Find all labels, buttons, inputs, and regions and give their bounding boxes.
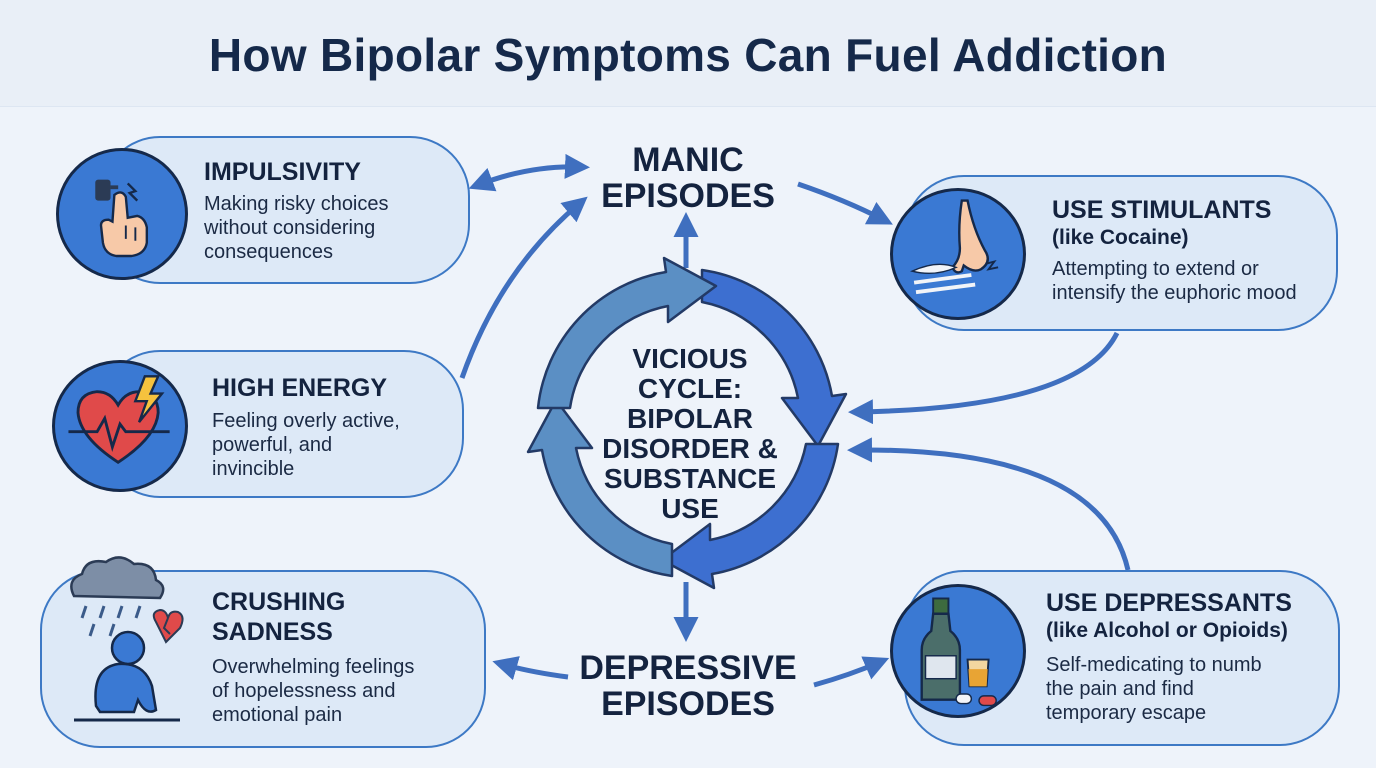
depressive-line-1: DEPRESSIVE xyxy=(579,649,797,687)
cycle-segment-bottom-right xyxy=(660,442,840,590)
depressive-episodes-label: DEPRESSIVE EPISODES xyxy=(566,650,810,722)
arrow-depressive-sadness xyxy=(492,656,569,681)
depressants-subheading: (like Alcohol or Opioids) xyxy=(1046,619,1288,642)
impulsivity-description: Making risky choices without considering… xyxy=(204,192,454,264)
impulsivity-desc-line-3: consequences xyxy=(204,241,333,263)
cycle-ring xyxy=(526,256,848,590)
cycle-segment-bottom-left xyxy=(526,398,674,578)
impulsivity-desc-line-2: without considering xyxy=(204,217,376,239)
stimulants-icon-circle xyxy=(890,188,1026,320)
sad-person-rain-cloud-icon xyxy=(70,556,184,722)
depressants-heading: USE DEPRESSANTS xyxy=(1046,589,1292,617)
depressants-icon-circle xyxy=(890,584,1026,718)
stimulants-desc-line-1: Attempting to extend or xyxy=(1052,258,1259,280)
depressants-description: Self-medicating to numb the pain and fin… xyxy=(1046,653,1326,725)
manic-episodes-label: MANIC EPISODES xyxy=(580,142,796,214)
high-energy-icon-circle xyxy=(52,360,188,492)
arrow-impulsivity-manic xyxy=(468,153,590,192)
high-energy-heading: HIGH ENERGY xyxy=(212,374,388,402)
arrow-energy-manic xyxy=(459,196,588,379)
high-energy-desc-line-3: invincible xyxy=(212,458,295,480)
high-energy-desc-line-2: powerful, and xyxy=(212,434,333,456)
high-energy-description: Feeling overly active, powerful, and inv… xyxy=(212,409,452,481)
depressants-heading-block: USE DEPRESSANTS (like Alcohol or Opioids… xyxy=(1046,588,1292,644)
cycle-segment-top-left xyxy=(536,256,718,410)
depressants-desc-line-2: the pain and find xyxy=(1046,678,1194,700)
bottle-glass-pills-icon xyxy=(920,597,997,707)
card-crushing-sadness xyxy=(40,570,486,748)
crushing-sadness-desc-line-1: Overwhelming feelings xyxy=(212,656,415,678)
arrow-depressants-cycle xyxy=(847,437,1131,571)
nose-powder-lines-icon xyxy=(910,199,999,295)
center-line-5: SUBSTANCE xyxy=(603,463,777,494)
impulsivity-heading: IMPULSIVITY xyxy=(204,158,361,186)
depressive-line-2: EPISODES xyxy=(601,685,775,723)
high-energy-desc-line-1: Feeling overly active, xyxy=(212,410,400,432)
cycle-segment-top-right xyxy=(700,268,848,448)
manic-line-2: EPISODES xyxy=(601,177,775,215)
page-title: How Bipolar Symptoms Can Fuel Addiction xyxy=(208,29,1168,81)
hand-pressing-button-icon xyxy=(95,179,149,258)
heart-lightning-icon xyxy=(68,375,170,464)
center-line-1: VICIOUS xyxy=(632,343,748,374)
crushing-sadness-heading-line-2: SADNESS xyxy=(212,618,333,646)
crushing-sadness-heading: CRUSHING SADNESS xyxy=(212,587,345,647)
stimulants-description: Attempting to extend or intensify the eu… xyxy=(1052,257,1336,305)
crushing-sadness-desc-line-2: of hopelessness and xyxy=(212,680,396,702)
impulsivity-desc-line-1: Making risky choices xyxy=(204,193,389,215)
impulsivity-icon-circle xyxy=(56,148,188,280)
crushing-sadness-desc-line-3: emotional pain xyxy=(212,704,343,726)
arrow-stimulants-cycle xyxy=(848,331,1120,425)
depressants-desc-line-1: Self-medicating to numb xyxy=(1046,654,1262,676)
manic-line-1: MANIC xyxy=(632,141,744,179)
center-line-3: BIPOLAR xyxy=(627,403,753,434)
center-line-6: USE xyxy=(661,493,719,524)
center-line-4: DISORDER & xyxy=(602,433,778,464)
arrow-depressive-depressants xyxy=(813,656,890,688)
depressants-desc-line-3: temporary escape xyxy=(1046,702,1207,724)
stimulants-desc-line-2: intensify the euphoric mood xyxy=(1052,282,1297,304)
center-cycle-label: VICIOUS CYCLE: BIPOLAR DISORDER & SUBSTA… xyxy=(580,344,800,524)
arrow-manic-stimulants xyxy=(797,181,893,225)
center-line-2: CYCLE: xyxy=(637,373,743,404)
stimulants-heading: USE STIMULANTS xyxy=(1052,196,1272,224)
crushing-sadness-heading-line-1: CRUSHING xyxy=(212,588,346,616)
stimulants-heading-block: USE STIMULANTS (like Cocaine) xyxy=(1052,195,1271,251)
stimulants-subheading: (like Cocaine) xyxy=(1052,226,1189,249)
header-band xyxy=(0,0,1376,107)
crushing-sadness-description: Overwhelming feelings of hopelessness an… xyxy=(212,655,472,727)
